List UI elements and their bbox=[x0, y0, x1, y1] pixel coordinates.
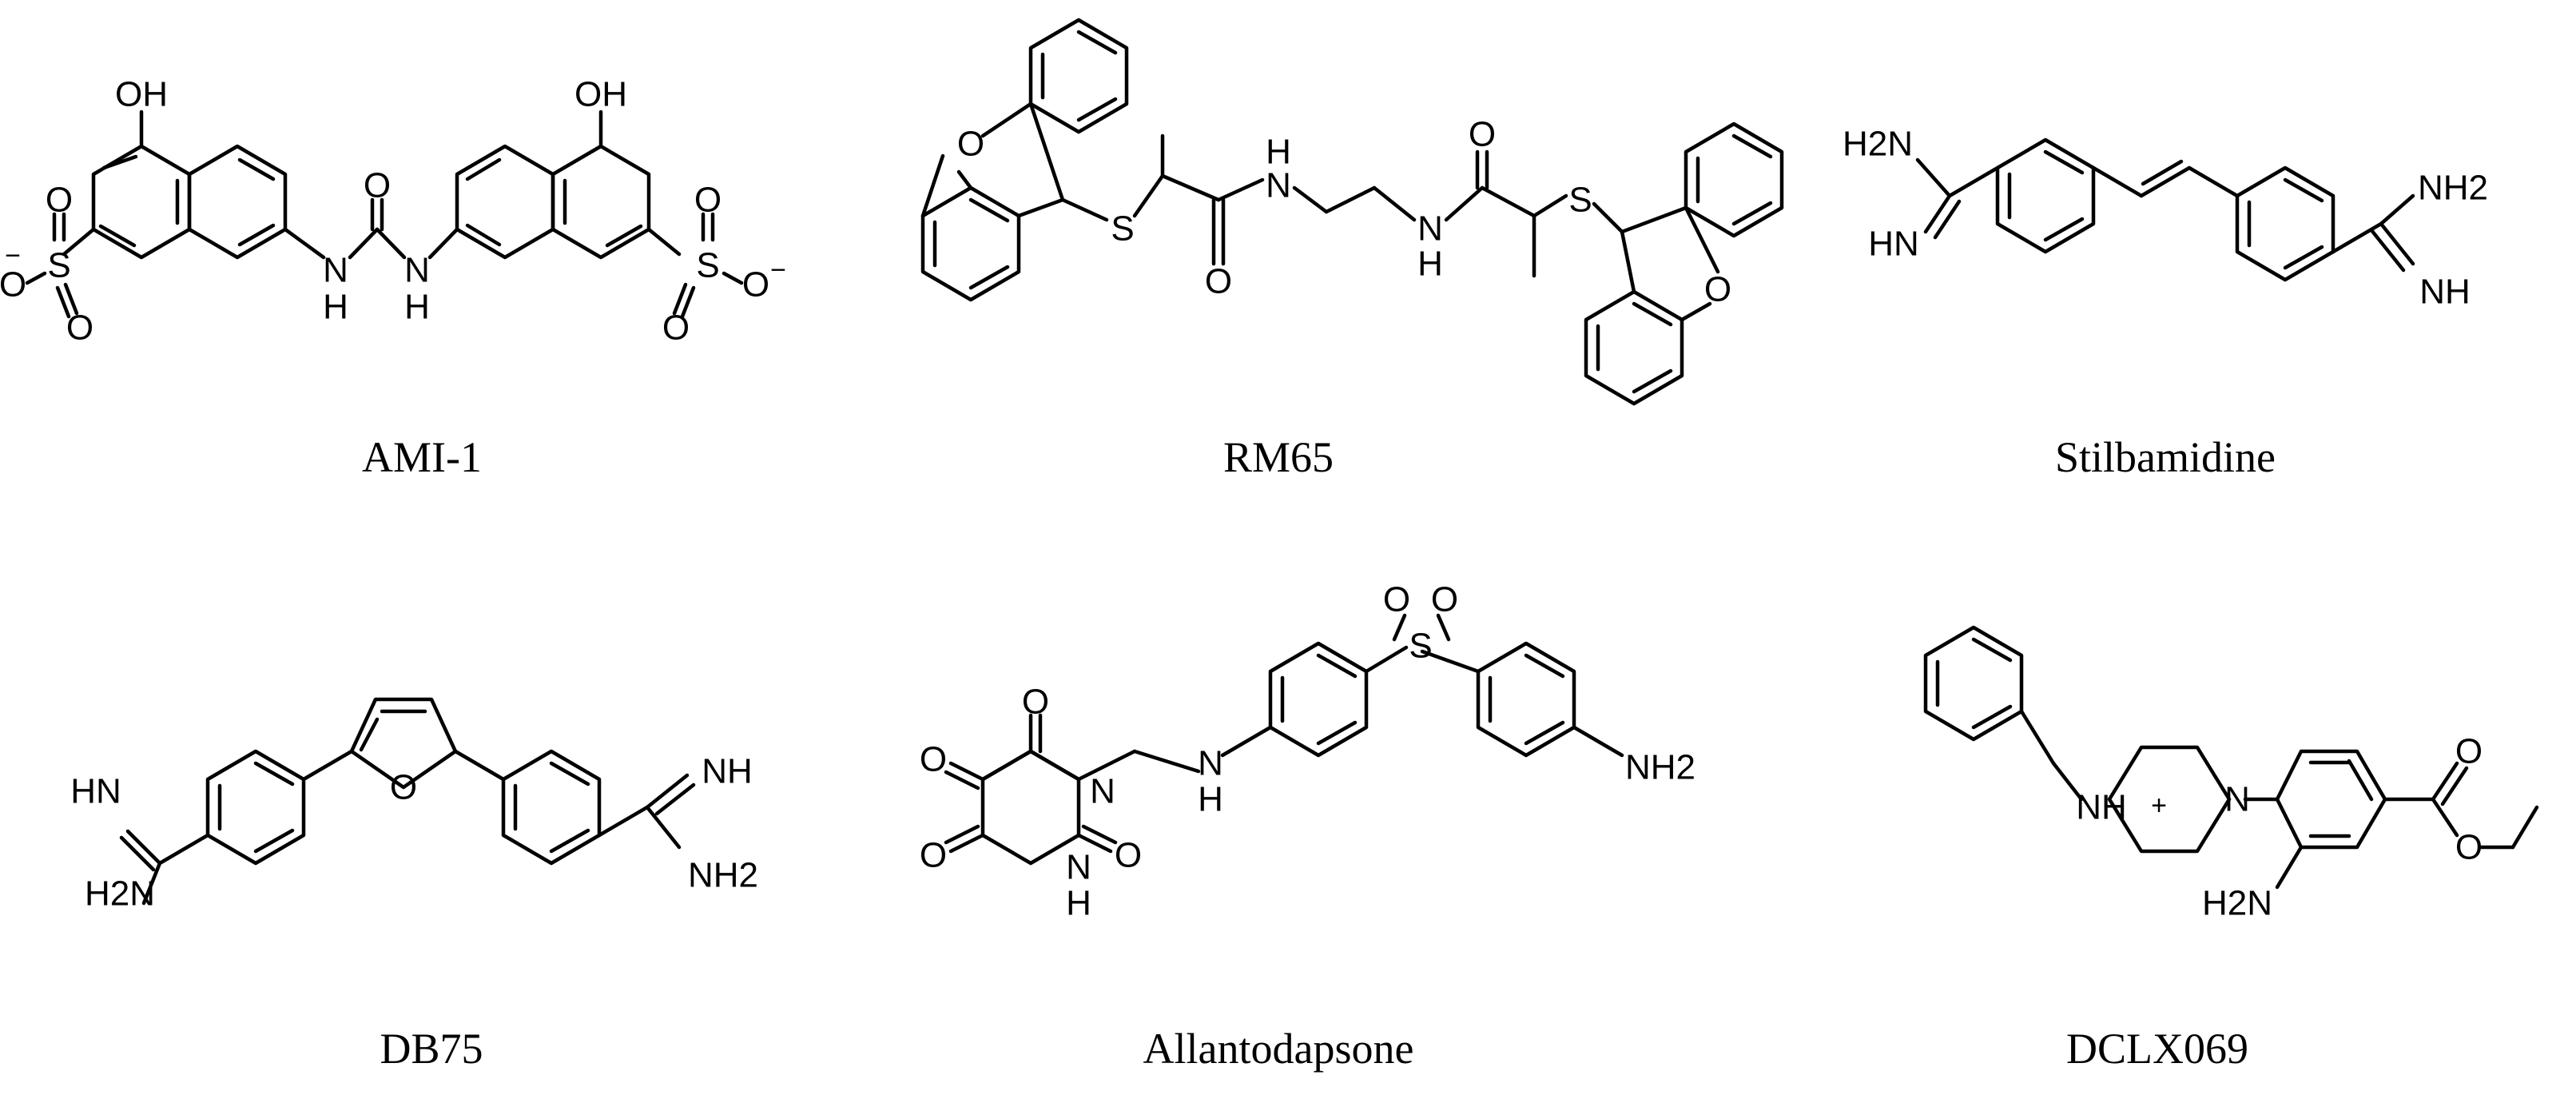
structure-db75: HN H2N O NH NH2 DB75 bbox=[70, 697, 758, 1073]
rm65-amide-h-right: H bbox=[1417, 245, 1443, 284]
structure-dclx069: NH + N H2N O O DCLX069 bbox=[1923, 625, 2539, 1073]
rm65-xanthene-o-right: O bbox=[1704, 270, 1731, 309]
allantodapsone-ring-nh-n: N bbox=[1066, 848, 1091, 887]
dclx069-ester-o: O bbox=[2455, 828, 2483, 867]
dclx069-plus-charge: + bbox=[2151, 790, 2167, 821]
ami1-so-right-bottom: O bbox=[662, 309, 690, 348]
rm65-caption: RM65 bbox=[1223, 433, 1334, 481]
ami1-caption: AMI-1 bbox=[362, 433, 482, 481]
db75-h2n-left: H2N bbox=[85, 874, 155, 914]
ami1-so-left-minus-o: O bbox=[0, 265, 26, 305]
ami1-so-left-bottom: O bbox=[66, 309, 93, 348]
rm65-amide-h-left: H bbox=[1266, 133, 1291, 172]
rm65-amide-n-right: N bbox=[1417, 209, 1443, 249]
allantodapsone-o-top: O bbox=[1022, 683, 1049, 722]
db75-caption: DB75 bbox=[380, 1025, 483, 1073]
allantodapsone-sulfur: S bbox=[1409, 627, 1432, 666]
ami1-urea-o: O bbox=[364, 166, 391, 205]
ami1-so-left-top: O bbox=[46, 181, 73, 220]
stilbamidine-nh-right: NH bbox=[2419, 273, 2471, 312]
allantodapsone-linker-h: H bbox=[1198, 780, 1223, 819]
ami1-so-right-top: O bbox=[694, 181, 722, 220]
allantodapsone-ring-n: N bbox=[1090, 772, 1115, 811]
allantodapsone-so-right: O bbox=[1431, 580, 1458, 619]
ami1-nh-right-h: H bbox=[404, 288, 430, 327]
db75-hn-left: HN bbox=[70, 772, 121, 811]
ami1-charge-right: − bbox=[770, 255, 786, 285]
stilbamidine-nh2-right: NH2 bbox=[2418, 169, 2488, 208]
ami1-nh-left-h: H bbox=[323, 288, 348, 327]
ami1-sulfur-right: S bbox=[696, 246, 719, 285]
ami1-nh-left-n: N bbox=[323, 251, 348, 290]
allantodapsone-ring-nh-h: H bbox=[1066, 884, 1091, 923]
rm65-carbonyl-o-left: O bbox=[1205, 262, 1232, 301]
rm65-amide-n-left: N bbox=[1266, 166, 1291, 205]
dclx069-piperazine-n: N bbox=[2224, 780, 2250, 819]
stilbamidine-caption: Stilbamidine bbox=[2055, 433, 2276, 481]
structure-rm65: O S O N H N H O S O RM65 bbox=[920, 18, 1784, 481]
allantodapsone-o-right: O bbox=[1115, 836, 1142, 875]
db75-furan-o: O bbox=[390, 768, 417, 807]
stilbamidine-hn-left: HN bbox=[1868, 225, 1919, 264]
ami1-oh-left: OH bbox=[115, 75, 168, 114]
rm65-sulfur-left: S bbox=[1111, 209, 1134, 249]
dclx069-h2n: H2N bbox=[2202, 884, 2272, 923]
dclx069-caption: DCLX069 bbox=[2066, 1025, 2248, 1073]
allantodapsone-linker-n: N bbox=[1198, 744, 1223, 783]
rm65-carbonyl-o-right: O bbox=[1469, 115, 1496, 154]
db75-nh2-right: NH2 bbox=[688, 856, 758, 895]
structure-stilbamidine: H2N HN NH2 NH Stilbamidine bbox=[1843, 125, 2488, 482]
structure-allantodapsone: O O N O O N H N H S O O NH2 Allantodapso… bbox=[920, 580, 1695, 1073]
allantodapsone-caption: Allantodapsone bbox=[1143, 1025, 1414, 1073]
dclx069-carbonyl-o: O bbox=[2455, 732, 2483, 771]
allantodapsone-nh2: NH2 bbox=[1625, 748, 1695, 787]
db75-nh-right: NH bbox=[702, 752, 753, 791]
stilbamidine-h2n-left: H2N bbox=[1843, 125, 1913, 164]
ami1-oh-right: OH bbox=[574, 75, 627, 114]
ami1-charge-left: − bbox=[5, 241, 21, 271]
allantodapsone-so-left: O bbox=[1383, 580, 1410, 619]
structure-ami-1: OH OH O N H N H S O O O − S O O O − AMI-… bbox=[0, 75, 786, 482]
ami1-so-right-minus-o: O bbox=[742, 265, 769, 305]
ami1-nh-right-n: N bbox=[404, 251, 430, 290]
rm65-xanthene-o-left: O bbox=[957, 125, 984, 164]
dclx069-nh-plus: NH bbox=[2076, 788, 2127, 827]
allantodapsone-o-left-upper: O bbox=[920, 740, 947, 779]
allantodapsone-o-left-lower: O bbox=[920, 836, 947, 875]
ami1-sulfur-left: S bbox=[47, 246, 70, 285]
rm65-sulfur-right: S bbox=[1568, 181, 1592, 220]
